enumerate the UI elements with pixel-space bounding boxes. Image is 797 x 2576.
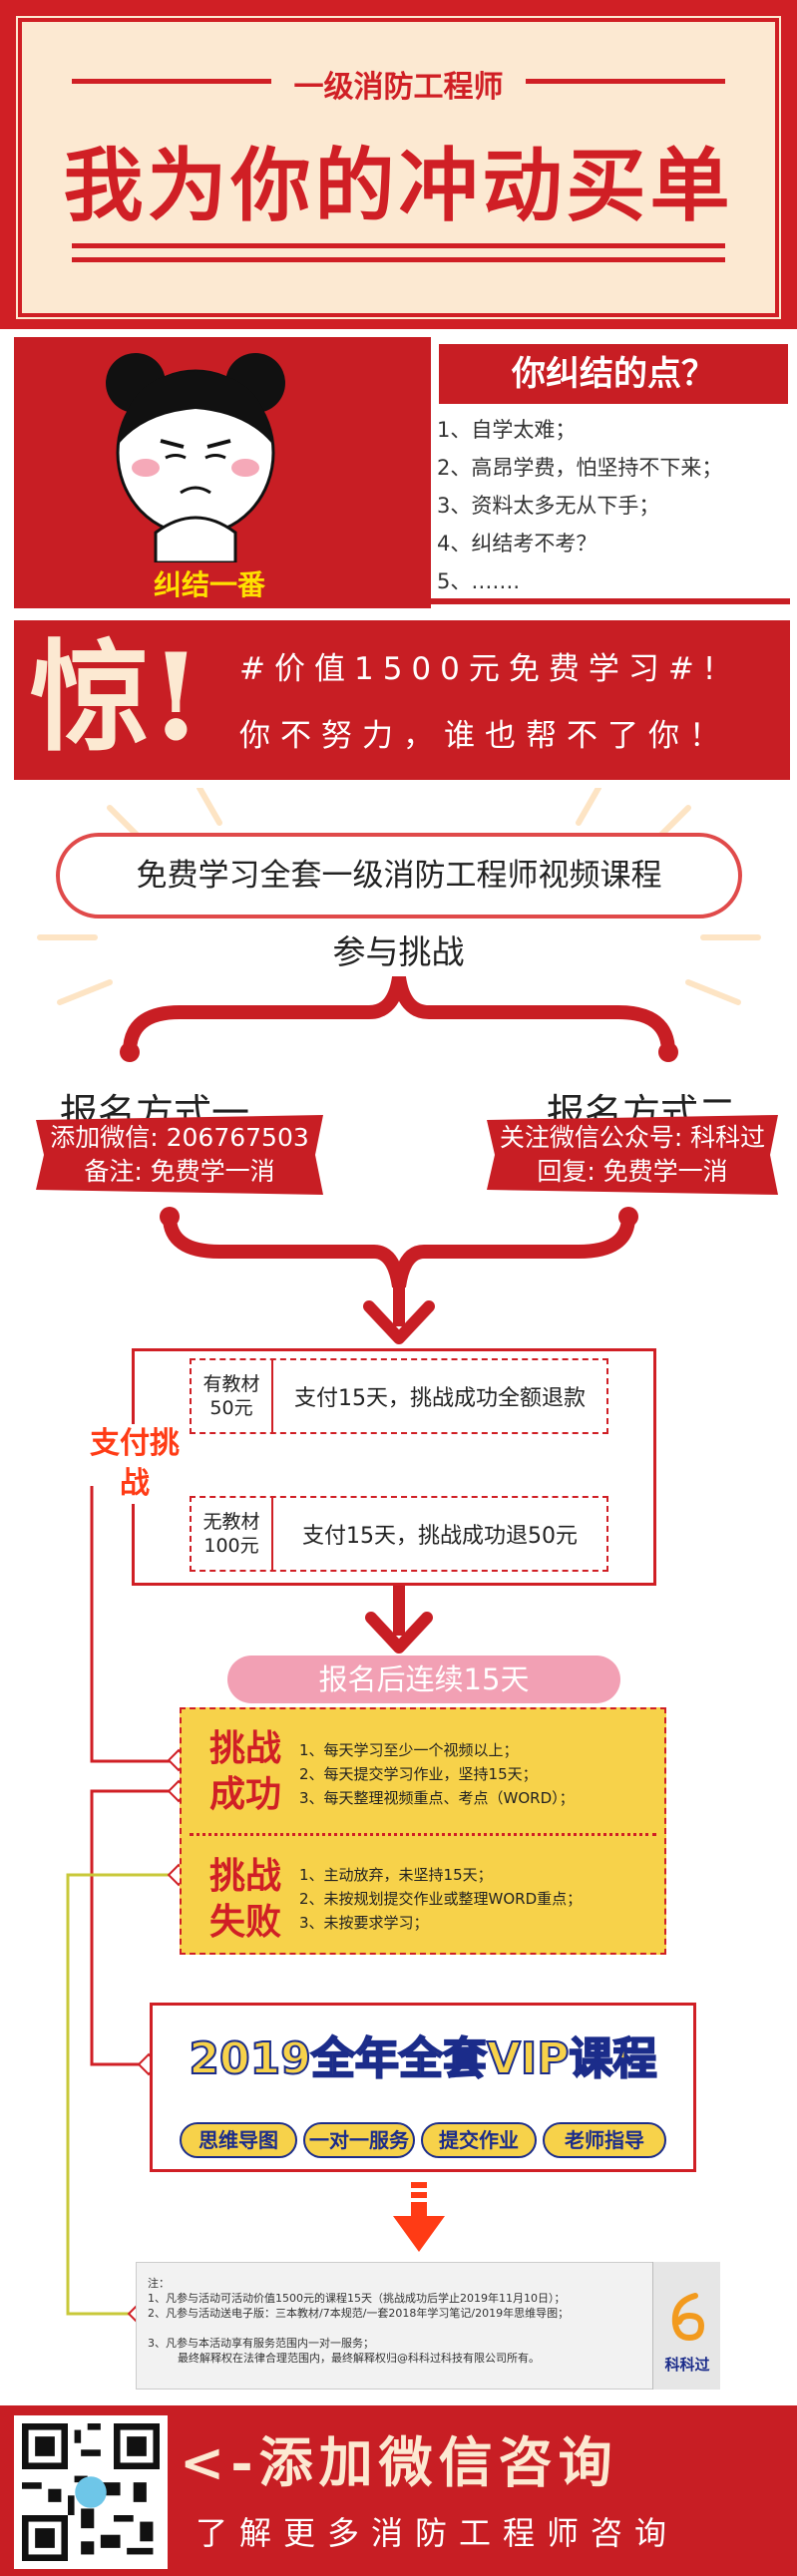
header-subtitle: 一级消防工程师 — [293, 70, 504, 105]
signup-method-2-reply: 回复: 免费学一消 — [537, 1157, 728, 1186]
note-line: 最终解释权在法律合理范围内，最终解释权归@科科过科技有限公司所有。 — [178, 2352, 540, 2365]
shock-big-text: 惊! — [30, 627, 202, 768]
note-line: 3、凡参与本活动享有服务范围内一对一服务； — [148, 2337, 374, 2350]
payment-option-1[interactable]: 有教材 50元 支付15天，挑战成功全额退款 — [185, 1353, 613, 1439]
struggle-item: 1、自学太难； — [437, 418, 577, 442]
payment-option-2-price: 无教材 100元 — [192, 1498, 273, 1570]
shock-line-1: #价值1500元免费学习#! — [239, 651, 725, 687]
struggle-item: 3、资料太多无从下手； — [437, 494, 660, 518]
signup-method-1-wechat[interactable]: 添加微信: 206767503 — [50, 1123, 309, 1152]
notes-box — [136, 2262, 702, 2390]
vip-tag-one-on-one[interactable]: 一对一服务 — [303, 2122, 415, 2158]
payment-challenge-label: 支付挑战 — [90, 1424, 180, 1504]
divider — [72, 257, 725, 262]
challenge-result-box — [180, 1707, 666, 1955]
success-item: 2、每天提交学习作业，坚持15天； — [299, 1765, 538, 1783]
notes-heading: 注： — [148, 2277, 170, 2290]
shock-banner — [14, 620, 790, 780]
face-label: 纠结一番 — [153, 568, 265, 601]
shock-line-2: 你不努力，谁也帮不了你！ — [239, 718, 730, 754]
struggle-title: 你纠结的点？ — [439, 344, 788, 404]
fail-title: 挑战失败 — [209, 1855, 282, 1943]
confused-face-icon — [106, 353, 285, 562]
divider — [72, 79, 271, 84]
vip-tag-teacher[interactable]: 老师指导 — [543, 2122, 666, 2158]
arrow-down-icon — [365, 1586, 433, 1654]
divider — [526, 79, 725, 84]
ribbon-2 — [487, 1115, 778, 1195]
success-title: 挑战成功 — [209, 1727, 282, 1815]
fail-item: 2、未按规划提交作业或整理WORD重点； — [299, 1890, 583, 1908]
struggle-item: 5、……. — [437, 569, 521, 593]
payment-option-2-text: 支付15天，挑战成功退50元 — [302, 1524, 578, 1549]
brace-bottom-icon — [160, 1207, 638, 1344]
note-line: 2、凡参与活动送电子版：三本教材/7本规范/一套2018年学习笔记/2019年思… — [148, 2307, 570, 2320]
divider — [431, 598, 790, 604]
ribbon-1 — [36, 1115, 323, 1195]
qr-code-icon[interactable] — [14, 2415, 168, 2569]
logo-text: 科科过 — [664, 2356, 710, 2374]
divider — [190, 1833, 656, 1836]
signup-method-1-note: 备注: 免费学一消 — [84, 1157, 275, 1186]
signup-method-2-account[interactable]: 关注微信公众号: 科科过 — [499, 1123, 766, 1152]
success-item: 3、每天整理视频重点、考点（WORD）； — [299, 1789, 575, 1807]
struggle-item: 2、高昂学费，怕坚持不下来； — [437, 456, 723, 480]
fail-item: 3、未按要求学习； — [299, 1914, 429, 1932]
header-panel: 一级消防工程师 我为你的冲动买单 — [16, 16, 781, 319]
success-item: 1、每天学习至少一个视频以上； — [299, 1741, 519, 1759]
challenge-label: 参与挑战 — [332, 932, 465, 971]
struggle-item: 4、纠结考不考？ — [437, 532, 598, 555]
logo-icon — [671, 2293, 705, 2342]
footer-cta[interactable]: <-添加微信咨询 — [180, 2430, 618, 2494]
duration-pill: 报名后连续15天 — [227, 1656, 620, 1703]
arrow-down-icon — [393, 2182, 445, 2252]
divider — [72, 243, 725, 248]
vip-title: 2019全年全套VIP课程 — [188, 2032, 657, 2085]
payment-option-2[interactable]: 无教材 100元 支付15天，挑战成功退50元 — [185, 1491, 613, 1577]
payment-option-1-price: 有教材 50元 — [192, 1360, 273, 1432]
footer-subtext: 了解更多消防工程师咨询 — [196, 2514, 679, 2552]
header-title: 我为你的冲动买单 — [63, 139, 734, 232]
payment-option-1-text: 支付15天，挑战成功全额退款 — [294, 1386, 586, 1411]
brace-top-icon — [120, 975, 678, 1062]
vip-tag-mindmap[interactable]: 思维导图 — [180, 2122, 297, 2158]
qr-pattern — [22, 2423, 160, 2561]
fail-item: 1、主动放弃，未坚持15天； — [299, 1866, 493, 1884]
course-title-box: 免费学习全套一级消防工程师视频课程 — [56, 833, 742, 919]
vip-tag-homework[interactable]: 提交作业 — [421, 2122, 537, 2158]
brand-logo: 科科过 — [652, 2262, 720, 2390]
note-line: 1、凡参与活动可活动价值1500元的课程15天（挑战成功后学止2019年11月1… — [148, 2292, 566, 2305]
